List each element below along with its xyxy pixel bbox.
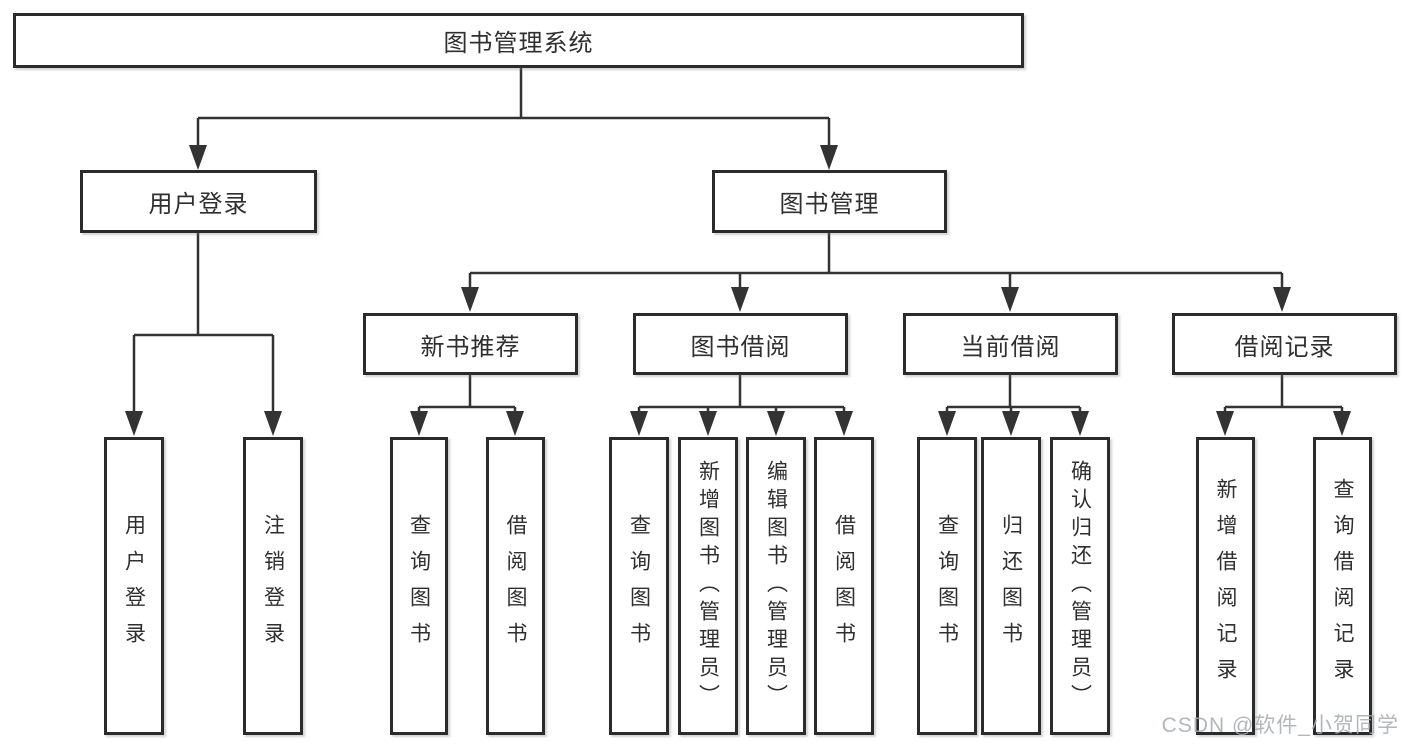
leaf-label: 归还图书 bbox=[999, 514, 1023, 658]
leaf-query-books-2: 查询图书 bbox=[609, 437, 669, 735]
node-book-borrow: 图书借阅 bbox=[633, 313, 848, 375]
leaf-label: 确认归还（管理员） bbox=[1068, 460, 1092, 712]
leaf-label: 编辑图书（管理员） bbox=[764, 460, 788, 712]
leaf-label: 借阅图书 bbox=[504, 514, 527, 658]
leaf-label: 新增借阅记录 bbox=[1214, 478, 1237, 694]
leaf-query-books-1: 查询图书 bbox=[390, 437, 448, 735]
node-label: 用户登录 bbox=[148, 191, 249, 218]
leaf-borrow-books-2: 借阅图书 bbox=[814, 437, 874, 735]
leaf-query-books-3: 查询图书 bbox=[917, 437, 977, 735]
leaf-label: 查询借阅记录 bbox=[1331, 478, 1354, 694]
node-current-borrow: 当前借阅 bbox=[903, 313, 1118, 375]
leaf-label: 用户登录 bbox=[122, 514, 146, 658]
node-book-management: 图书管理 bbox=[712, 170, 947, 233]
node-new-book-recommend: 新书推荐 bbox=[363, 313, 578, 375]
leaf-logout: 注销登录 bbox=[243, 437, 303, 735]
node-label: 图书管理 bbox=[779, 191, 880, 218]
node-library-system: 图书管理系统 bbox=[13, 13, 1024, 68]
leaf-label: 查询图书 bbox=[935, 514, 959, 658]
node-label: 图书借阅 bbox=[690, 333, 791, 361]
leaf-label: 查询图书 bbox=[407, 514, 431, 658]
leaf-label: 新增图书（管理员） bbox=[696, 460, 720, 712]
leaf-label: 查询图书 bbox=[627, 514, 651, 658]
csdn-watermark: CSDN @软件_小贺同学 bbox=[1161, 714, 1399, 737]
leaf-borrow-books-1: 借阅图书 bbox=[486, 437, 545, 735]
leaf-label: 注销登录 bbox=[261, 514, 285, 658]
leaf-query-borrow-record: 查询借阅记录 bbox=[1313, 437, 1372, 735]
leaf-edit-books-admin: 编辑图书（管理员） bbox=[746, 437, 806, 735]
leaf-confirm-return-admin: 确认归还（管理员） bbox=[1050, 437, 1110, 735]
node-user-login: 用户登录 bbox=[80, 170, 317, 233]
leaf-label: 借阅图书 bbox=[832, 514, 856, 658]
leaf-add-borrow-record: 新增借阅记录 bbox=[1196, 437, 1255, 735]
leaf-add-books-admin: 新增图书（管理员） bbox=[678, 437, 738, 735]
leaf-user-login: 用户登录 bbox=[104, 437, 164, 735]
leaf-return-books: 归还图书 bbox=[981, 437, 1041, 735]
node-borrow-records: 借阅记录 bbox=[1172, 313, 1397, 375]
node-label: 借阅记录 bbox=[1234, 333, 1335, 361]
node-label: 新书推荐 bbox=[420, 333, 521, 361]
node-label: 当前借阅 bbox=[960, 333, 1061, 361]
node-label: 图书管理系统 bbox=[443, 30, 594, 57]
